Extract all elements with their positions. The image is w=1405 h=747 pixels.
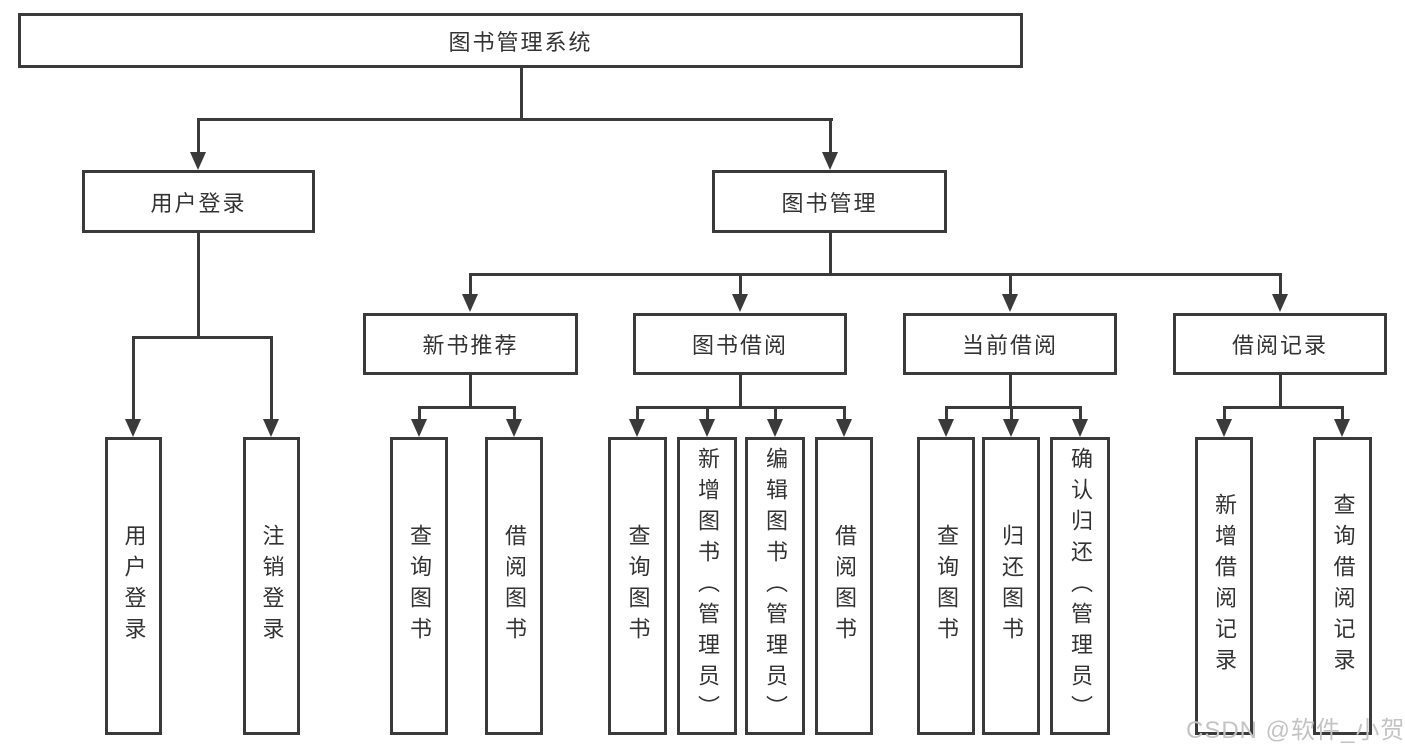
arrow-down-icon (1003, 419, 1019, 437)
connector-currentborrow-rail (945, 406, 1082, 409)
leaf-query-books-borrow: 查询图书 (608, 437, 667, 735)
leaf-borrow-books-borrow: 借阅图书 (815, 437, 873, 735)
arrow-down-icon (699, 419, 715, 437)
arrow-down-icon (732, 294, 748, 312)
arrow-down-icon (1002, 294, 1018, 312)
leaf-query-books-current-label: 查询图书 (934, 524, 959, 648)
arrow-down-icon (629, 419, 645, 437)
connector-bookborrow-drop (739, 375, 742, 409)
leaf-add-borrow-record-label: 新增借阅记录 (1212, 493, 1237, 679)
arrow-down-icon (411, 419, 427, 437)
node-borrowing-records: 借阅记录 (1173, 313, 1387, 375)
connector-stem-leaf (1079, 406, 1082, 421)
leaf-user-login: 用户登录 (105, 437, 162, 735)
arrow-down-icon (938, 419, 954, 437)
connector-records-rail (1223, 406, 1344, 409)
connector-userlogin-drop (197, 233, 200, 339)
leaf-query-books-newbook: 查询图书 (390, 437, 448, 735)
connector-newbook-drop (469, 375, 472, 409)
arrow-down-icon (1272, 294, 1288, 312)
connector-stem-leaf (513, 406, 516, 421)
connector-stem-leaf (706, 406, 709, 421)
csdn-watermark: CSDN @软件_小贺同学 (1186, 717, 1405, 744)
connector-stem-leaf (774, 406, 777, 421)
connector-stem-leaf (843, 406, 846, 421)
connector-bookmgmt-drop (829, 233, 832, 276)
leaf-confirm-return-admin-label: 确认归还（管理员） (1068, 446, 1093, 726)
arrow-down-icon (822, 152, 838, 170)
node-library-system: 图书管理系统 (18, 13, 1023, 68)
connector-stem-leaf (132, 336, 135, 421)
connector-stem-leaf (418, 406, 421, 421)
connector-stem-leaf (1341, 406, 1344, 421)
leaf-logout: 注销登录 (243, 437, 300, 735)
connector-stem-current-borrowing (1009, 273, 1012, 296)
connector-root-drop (520, 68, 523, 121)
connector-stem-borrowing-records (1279, 273, 1282, 296)
node-new-book-recommend-label: 新书推荐 (422, 333, 519, 358)
leaf-query-books-borrow-label: 查询图书 (625, 524, 651, 648)
node-book-management-label: 图书管理 (781, 190, 878, 216)
connector-stem-new-book (469, 273, 472, 296)
arrow-down-icon (125, 419, 141, 437)
leaf-add-book-admin: 新增图书（管理员） (677, 437, 737, 735)
node-user-login: 用户登录 (82, 170, 315, 233)
leaf-edit-book-admin-label: 编辑图书（管理员） (763, 446, 788, 726)
node-current-borrowing-label: 当前借阅 (961, 333, 1058, 358)
arrow-down-icon (462, 294, 478, 312)
leaf-borrow-books-newbook: 借阅图书 (485, 437, 543, 735)
arrow-down-icon (1216, 419, 1232, 437)
node-borrowing-records-label: 借阅记录 (1231, 333, 1328, 358)
leaf-confirm-return-admin: 确认归还（管理员） (1050, 437, 1110, 735)
leaf-edit-book-admin: 编辑图书（管理员） (745, 437, 805, 735)
leaf-return-book: 归还图书 (982, 437, 1040, 735)
leaf-borrow-books-borrow-label: 借阅图书 (832, 524, 857, 648)
leaf-user-login-label: 用户登录 (121, 524, 147, 648)
connector-level3-rail (469, 273, 1282, 276)
leaf-logout-label: 注销登录 (259, 524, 285, 648)
node-book-management: 图书管理 (712, 170, 947, 233)
connector-stem-leaf (1010, 406, 1013, 421)
connector-userlogin-rail (132, 336, 273, 339)
arrow-down-icon (263, 419, 279, 437)
node-current-borrowing: 当前借阅 (903, 313, 1117, 375)
arrow-down-icon (190, 152, 206, 170)
connector-level2-rail (197, 118, 833, 121)
node-book-borrowing-label: 图书借阅 (691, 333, 788, 358)
node-new-book-recommend: 新书推荐 (363, 313, 578, 375)
connector-stem-leaf (1223, 406, 1226, 421)
arrow-down-icon (836, 419, 852, 437)
connector-stem-leaf (636, 406, 639, 421)
connector-stem-leaf (945, 406, 948, 421)
connector-stem-leaf (270, 336, 273, 421)
connector-stem-user-login (197, 118, 200, 154)
connector-stem-book-borrowing (739, 273, 742, 296)
connector-currentborrow-drop (1009, 375, 1012, 409)
connector-stem-book-management (829, 118, 832, 154)
leaf-add-book-admin-label: 新增图书（管理员） (695, 446, 720, 726)
leaf-query-borrow-record-label: 查询借阅记录 (1330, 493, 1356, 679)
arrow-down-icon (1072, 419, 1088, 437)
leaf-query-books-current: 查询图书 (917, 437, 975, 735)
connector-records-drop (1279, 375, 1282, 409)
leaf-query-borrow-record: 查询借阅记录 (1313, 437, 1372, 735)
arrow-down-icon (506, 419, 522, 437)
node-book-borrowing: 图书借阅 (633, 313, 847, 375)
leaf-add-borrow-record: 新增借阅记录 (1195, 437, 1253, 735)
connector-newbook-rail (418, 406, 516, 409)
arrow-down-icon (1334, 419, 1350, 437)
arrow-down-icon (767, 419, 783, 437)
node-user-login-label: 用户登录 (150, 190, 247, 216)
leaf-query-books-newbook-label: 查询图书 (407, 524, 432, 648)
leaf-borrow-books-newbook-label: 借阅图书 (502, 524, 527, 648)
node-library-system-label: 图书管理系统 (448, 29, 593, 55)
connector-bookborrow-rail (636, 406, 846, 409)
leaf-return-book-label: 归还图书 (999, 524, 1024, 648)
